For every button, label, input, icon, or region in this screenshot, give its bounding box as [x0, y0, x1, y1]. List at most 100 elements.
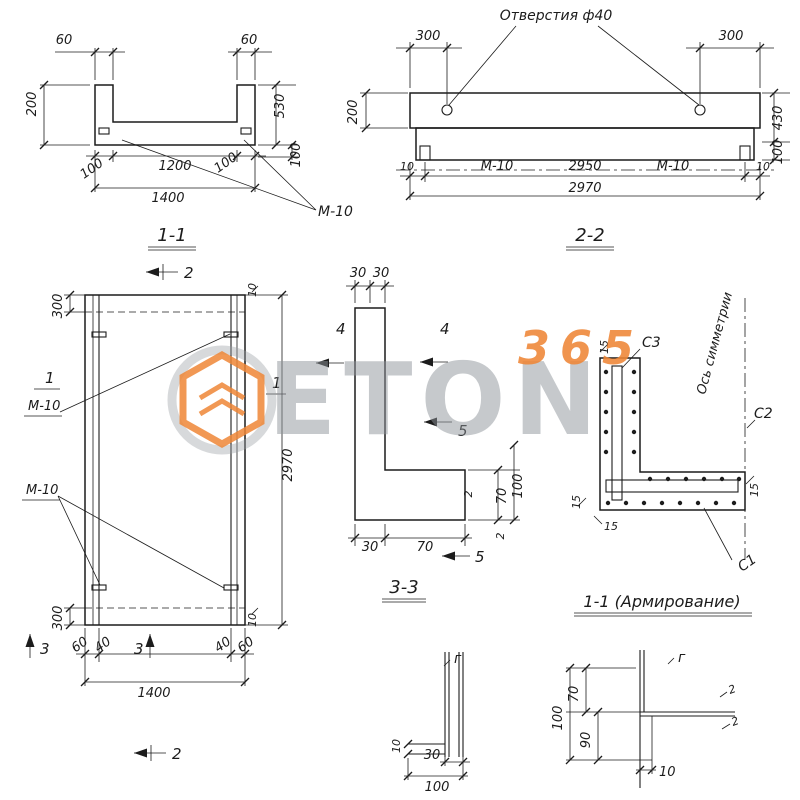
- dim-300-right: 300: [719, 29, 744, 44]
- dim-530: 530: [273, 94, 288, 119]
- rebar-mark-2b: 2: [494, 533, 507, 540]
- l-section-outline: [354, 307, 466, 521]
- section-3-3-geometry: [354, 307, 466, 521]
- section-arrow-3-right: [145, 634, 155, 647]
- anchor-right: [739, 145, 751, 161]
- dim-10-left: 10: [400, 160, 414, 173]
- beam-flange: [409, 92, 761, 129]
- marker-4-left: 4: [336, 320, 346, 338]
- marker-2-bottom: 2: [172, 745, 182, 763]
- reinforcement-view: С3 С2 С1 Ось симметрии 15 15 15 15 1-1 (…: [570, 291, 773, 617]
- anchor-loop-left: [98, 127, 110, 135]
- marker-2-top: 2: [184, 264, 194, 282]
- dim-40-left: 40: [92, 634, 114, 656]
- dim-30: 30: [424, 748, 441, 763]
- reinf-section-outline: [599, 357, 746, 511]
- plan-view: 2 2 1 1 3 3 М-10 М-10 300 300 2970 10 10…: [22, 264, 296, 763]
- watermark-number-text: 365: [518, 321, 644, 375]
- section-1-1-geometry: [94, 84, 256, 146]
- rebar-mark-2b: 2: [730, 714, 741, 729]
- view-title-reinforcement: 1-1 (Армирование): [583, 592, 740, 611]
- hole-left: [441, 104, 453, 116]
- dim-2970: 2970: [568, 181, 601, 196]
- reinforcement-geometry: [599, 298, 746, 560]
- dim-60-right: 60: [241, 33, 258, 48]
- dim-60-left: 60: [69, 634, 91, 656]
- dim-100-bottom-right: 100: [212, 150, 241, 177]
- channel-section-outline: [94, 84, 256, 146]
- dim-100: 100: [425, 780, 450, 795]
- section-arrow-3-left: [25, 634, 35, 647]
- holes-callout: Отверстия ф40: [500, 8, 613, 24]
- marker-1-left: 1: [45, 369, 55, 387]
- anchor-loop-right: [240, 127, 252, 135]
- beam-web: [415, 127, 755, 161]
- section-3-3-dimension-lines: [316, 280, 520, 603]
- marker-4-right: 4: [440, 320, 450, 338]
- dim-100-bottom-left: 100: [78, 156, 107, 183]
- stirrup-horizontal: [605, 479, 739, 493]
- dim-15-left: 15: [570, 495, 583, 509]
- section-arrow-2-top: [146, 267, 159, 277]
- dim-70-right: 70: [495, 488, 510, 505]
- dim-100: 100: [551, 706, 566, 731]
- dim-30-a: 30: [350, 266, 367, 281]
- label-m10-upper: М-10: [28, 399, 60, 414]
- section-arrow-5-lower: [442, 551, 455, 561]
- watermark-chevron-1: [198, 382, 246, 401]
- view-title-1-1: 1-1: [157, 225, 186, 246]
- dim-15-top: 15: [598, 340, 611, 354]
- dim-60-left: 60: [56, 33, 73, 48]
- watermark-ring: [167, 345, 277, 455]
- dim-10: 10: [390, 739, 403, 753]
- label-c3: С3: [642, 335, 661, 351]
- dim-1200: 1200: [158, 159, 191, 174]
- dim-300-top: 300: [51, 294, 66, 319]
- dim-2950: 2950: [568, 159, 601, 174]
- anchor-left: [419, 145, 431, 161]
- plan-geometry: [84, 294, 246, 626]
- dim-70-bottom: 70: [417, 540, 434, 555]
- anchor-mark: [223, 331, 239, 338]
- anchor-mark: [223, 584, 239, 591]
- dim-200: 200: [25, 92, 40, 117]
- dim-15-right: 15: [748, 483, 761, 497]
- marker-5-lower: 5: [475, 548, 485, 566]
- dim-10: 10: [659, 765, 676, 780]
- watermark-hexagon-logo: [179, 350, 265, 449]
- dim-10-bottom: 10: [246, 613, 259, 627]
- marker-3-right: 3: [134, 640, 144, 658]
- rebar-mark-2a: 2: [462, 491, 475, 498]
- section-1-1-view: 60 60 200 100 1200 100 1400 530 100 М-10…: [25, 33, 353, 251]
- view-title-2-2: 2-2: [575, 225, 604, 246]
- dim-2970: 2970: [281, 448, 296, 481]
- dim-1400: 1400: [137, 686, 170, 701]
- dim-30-b: 30: [373, 266, 390, 281]
- plan-dimension-lines: [64, 285, 288, 687]
- label-m10: М-10: [318, 204, 353, 220]
- rebar-mark-2a: 2: [727, 682, 738, 697]
- section-2-2-view: Отверстия ф40 300 300 200 430 100 10 М-1…: [346, 8, 790, 251]
- dim-100-right: 100: [289, 143, 304, 168]
- detail-label-g: г: [454, 651, 462, 667]
- detail-g-right: г 2 2 100 70 90 10: [551, 650, 741, 788]
- section-3-3-view: 30 30 4 4 5 5 30 70 70 100 2 2 3-3: [316, 266, 526, 603]
- view-title-3-3: 3-3: [389, 577, 418, 598]
- dim-15-bottom: 15: [604, 520, 618, 533]
- dim-100-right: 100: [511, 474, 526, 499]
- section-2-2-geometry: [396, 92, 774, 171]
- dim-200: 200: [346, 100, 361, 125]
- label-c1: С1: [735, 551, 759, 575]
- plan-section-markers: [22, 264, 286, 761]
- label-c2: С2: [754, 406, 773, 422]
- dim-70: 70: [567, 686, 582, 703]
- label-m10-right: М-10: [657, 159, 689, 174]
- rebar-dots: [603, 369, 742, 506]
- hole-right: [694, 104, 706, 116]
- anchor-mark: [91, 331, 107, 338]
- stirrup-vertical: [611, 365, 623, 501]
- detail-g-center-geometry: [408, 652, 464, 757]
- dim-30-bottom: 30: [362, 540, 379, 555]
